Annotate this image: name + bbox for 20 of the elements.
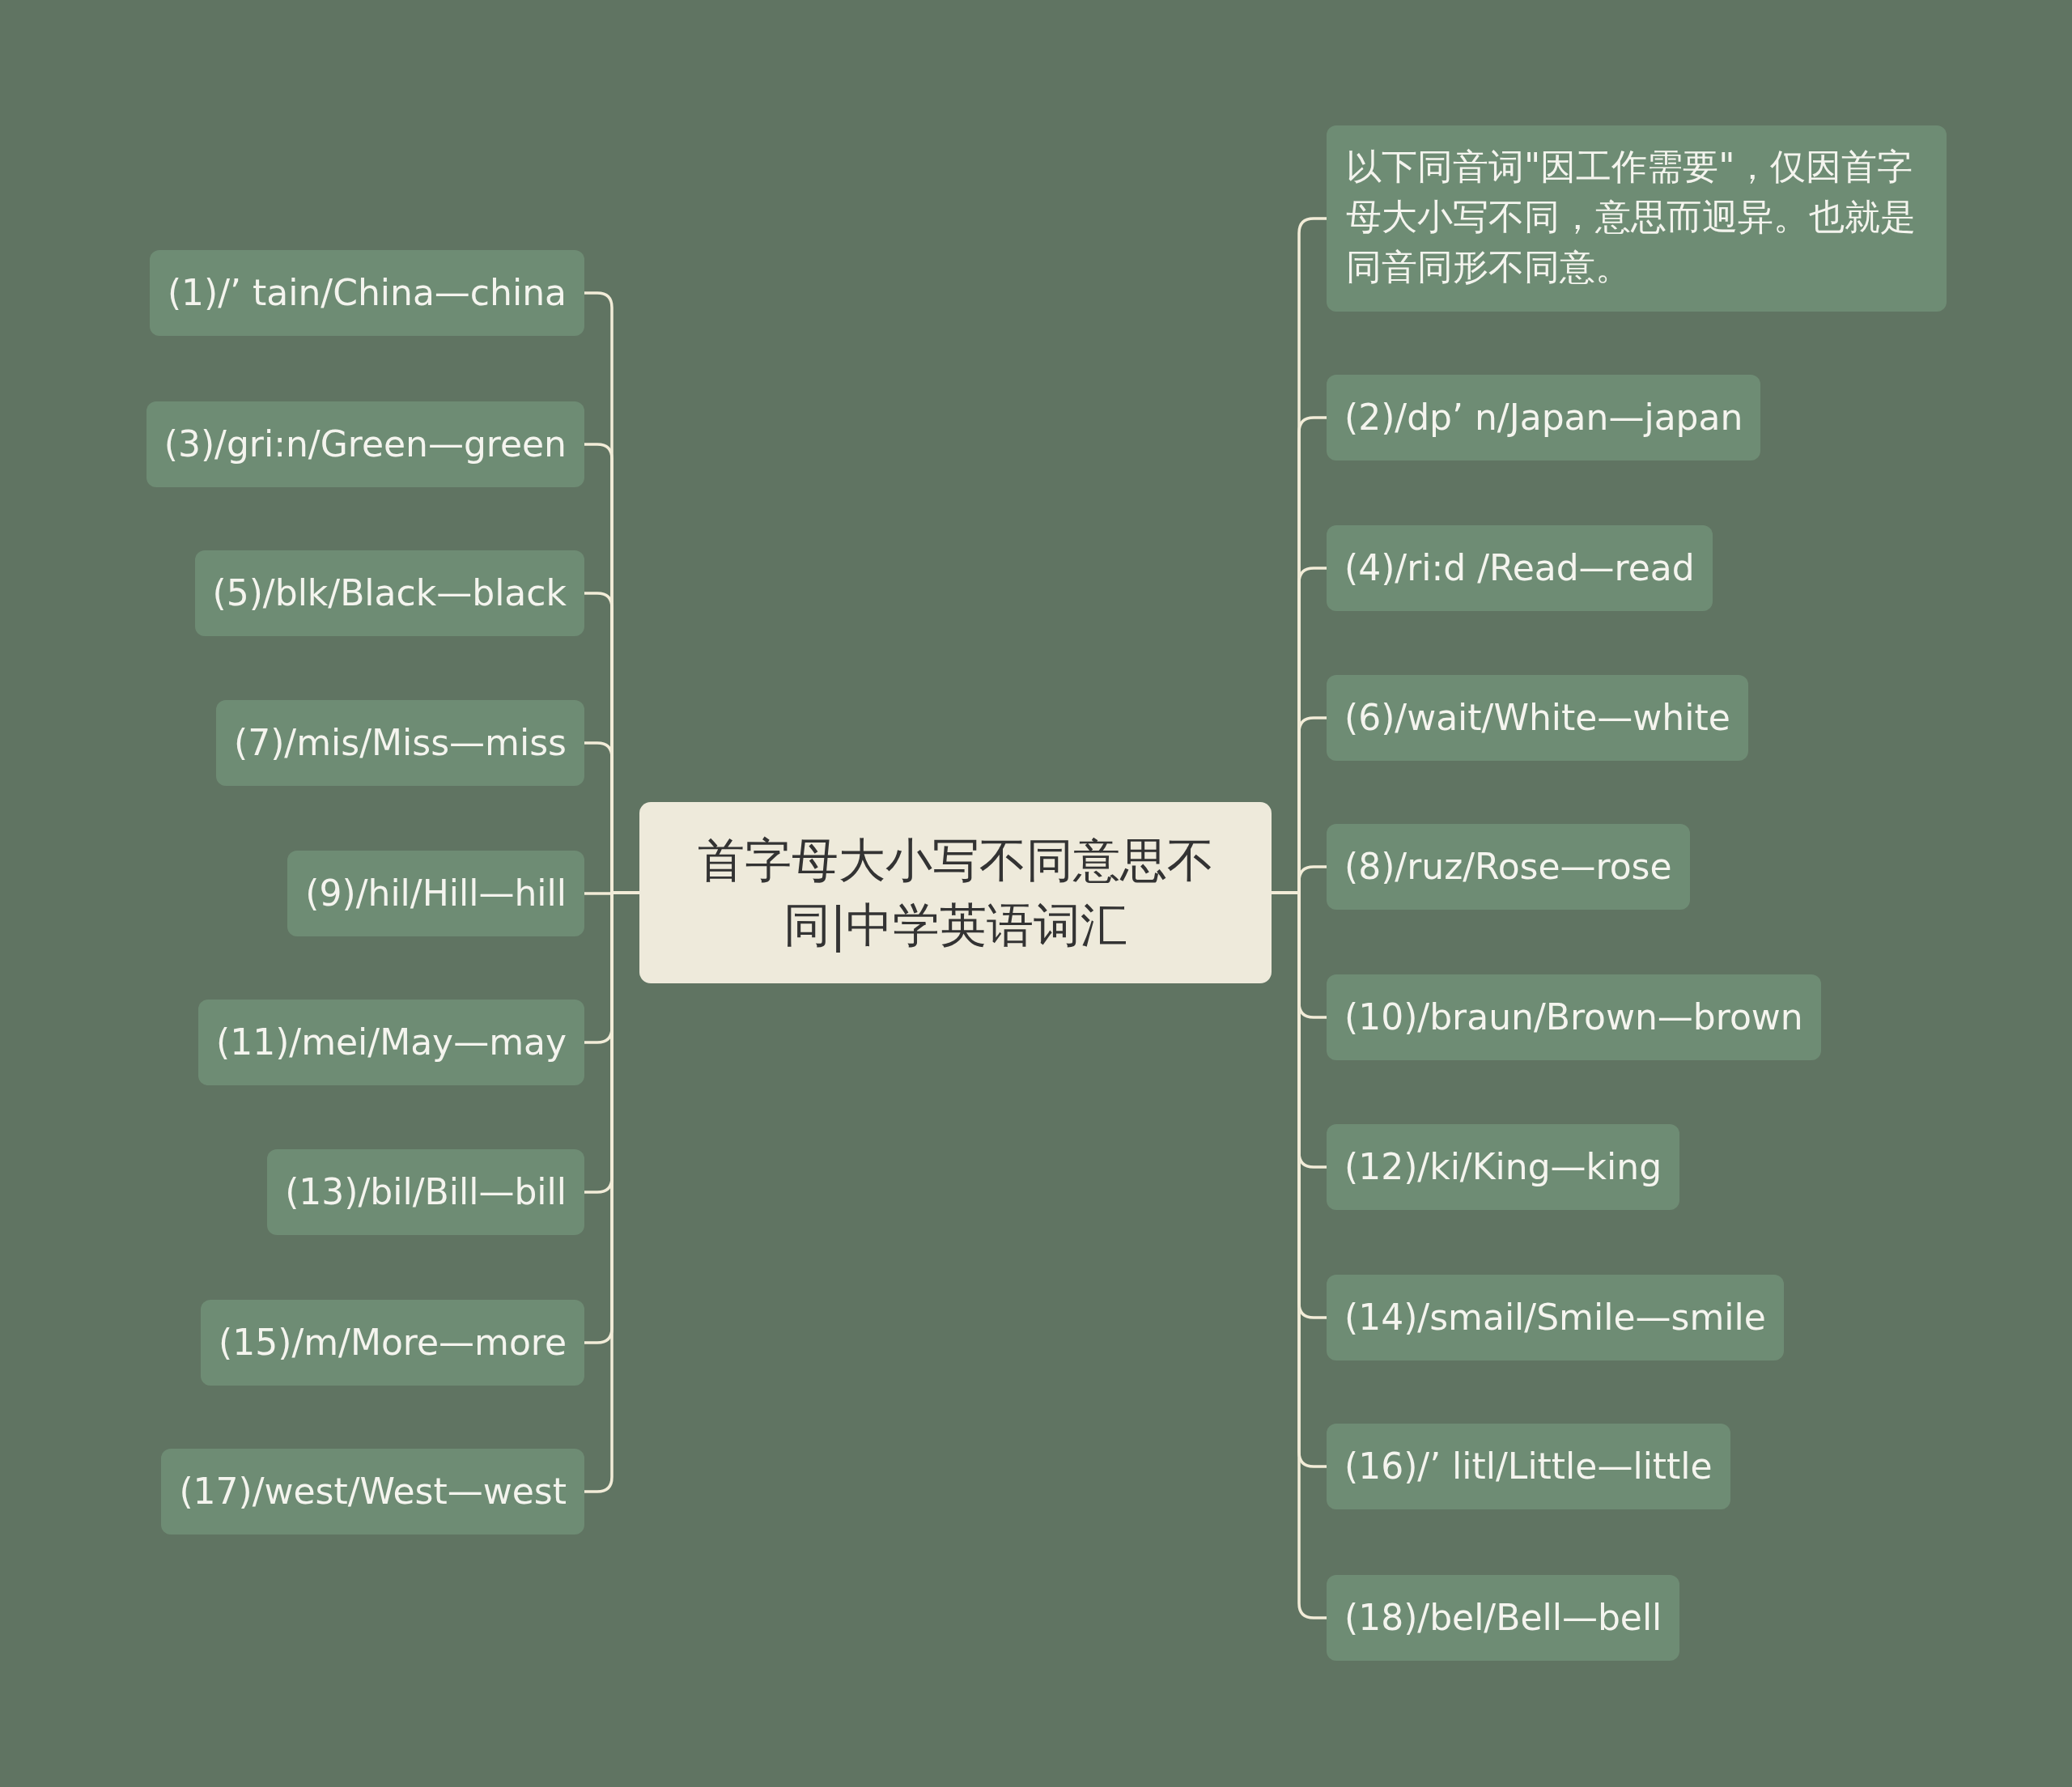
word-box: (1)/’ tain/China—china <box>149 250 584 336</box>
word-box: (17)/west/West—west <box>161 1449 584 1534</box>
word-box: (6)/wait/White—white <box>1327 675 1748 761</box>
word-box: (8)/ruz/Rose—rose <box>1327 824 1690 910</box>
word-box: (10)/braun/Brown—brown <box>1327 974 1821 1060</box>
word-box: (15)/m/More—more <box>201 1300 584 1386</box>
word-box: (4)/ri:d /Read—read <box>1327 525 1713 611</box>
word-box: (5)/blk/Black—black <box>194 550 584 636</box>
word-box: (13)/bil/Bill—bill <box>267 1149 584 1235</box>
word-box: (7)/mis/Miss—miss <box>216 700 584 786</box>
topic-box: 首字母大小写不同意思不同|中学英语词汇 <box>639 802 1272 983</box>
word-box: (12)/ki/King—king <box>1327 1124 1680 1210</box>
word-box: (11)/mei/May—may <box>198 1000 584 1085</box>
note-box: 以下同音词"因工作需要"，仅因首字母大小写不同，意思而迥异。也就是同音同形不同意。 <box>1327 125 1947 312</box>
word-box: (18)/bel/Bell—bell <box>1327 1575 1680 1661</box>
word-box: (16)/’ litl/Little—little <box>1327 1424 1730 1509</box>
word-box: (2)/dp’ n/Japan—japan <box>1327 375 1761 461</box>
word-box: (3)/gri:n/Green—green <box>146 401 584 487</box>
word-box: (14)/smail/Smile—smile <box>1327 1275 1784 1360</box>
word-box: (9)/hil/Hill—hill <box>287 851 584 936</box>
